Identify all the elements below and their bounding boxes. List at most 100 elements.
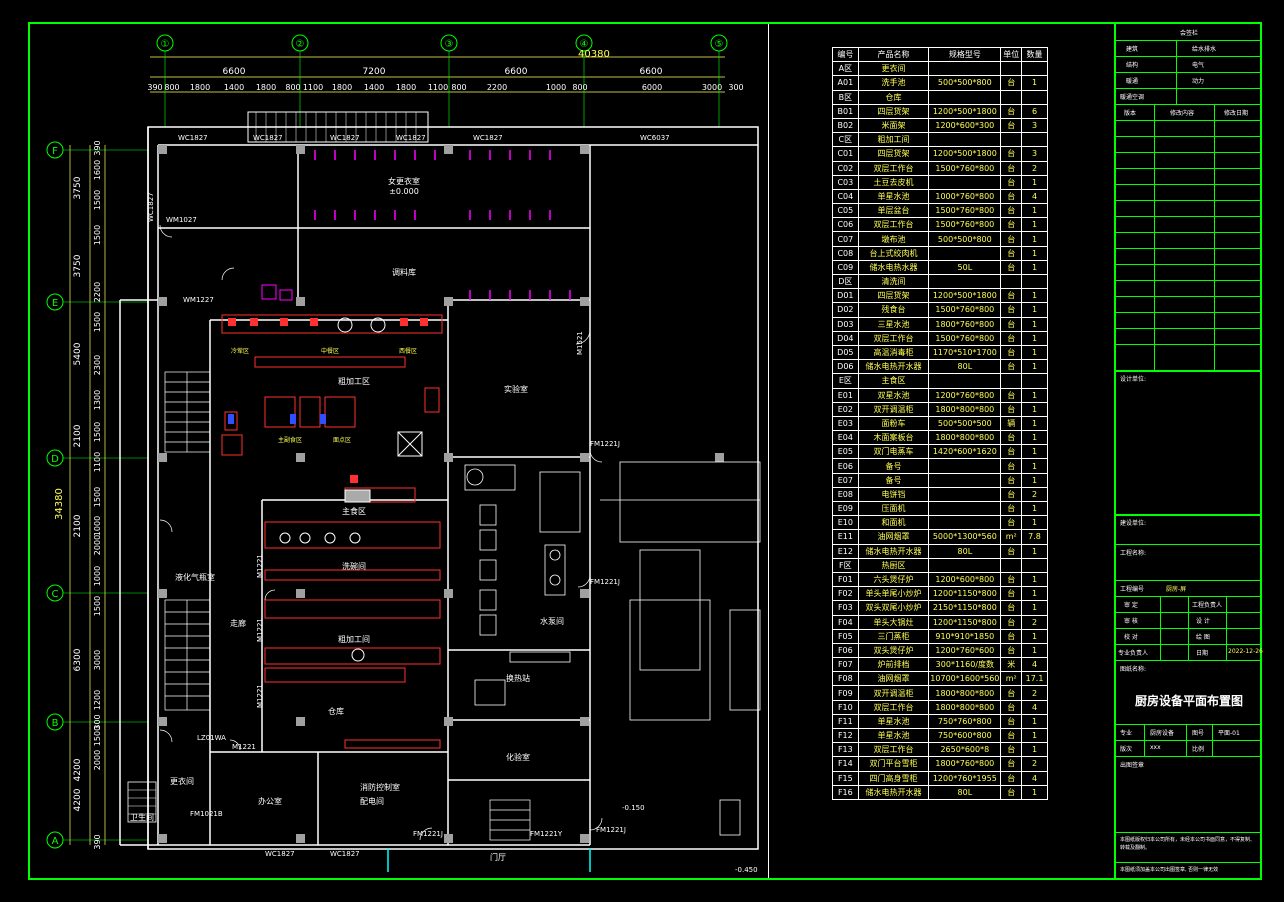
cell-qty: 1 — [1021, 586, 1048, 602]
cell-name: 双星水池 — [857, 387, 930, 403]
row-sub-dimension: 300 — [93, 714, 102, 729]
cell-unit: 台 — [1000, 458, 1023, 474]
cell-code: E02 — [832, 401, 859, 417]
cell-qty — [1021, 89, 1048, 105]
row-axis-label: D — [51, 454, 59, 465]
cell-unit: 台 — [1000, 430, 1023, 446]
cell-name: 单星水池 — [857, 713, 930, 730]
cell-spec: 5000*1300*560 — [928, 529, 1002, 545]
column-sub-dimension: 1400 — [224, 83, 244, 92]
cell-code: E01 — [832, 387, 859, 403]
cell-spec: 80L — [928, 784, 1002, 800]
row-axis-label: E — [52, 298, 58, 309]
cell-spec: 1170*510*1700 — [928, 344, 1002, 361]
cell-spec: 1200*760*800 — [928, 387, 1002, 403]
row-axis-label: F — [52, 146, 58, 157]
cell-qty: 1 — [1021, 642, 1048, 659]
cell-unit: 台 — [1000, 515, 1023, 531]
column-dimension: 6600 — [223, 67, 246, 77]
zone-label-pastry: 面点区 — [333, 436, 351, 444]
row-axis-label: A — [52, 836, 59, 847]
row-sub-dimension: 1500 — [93, 225, 102, 245]
room-fire: 消防控制室 — [360, 782, 400, 792]
cell-spec: 750*600*800 — [928, 727, 1002, 744]
cell-unit: 台 — [1000, 500, 1023, 517]
rev-content: 修改内容 — [1170, 110, 1195, 117]
cell-unit: 台 — [1000, 359, 1023, 375]
cell-qty: 6 — [1021, 103, 1048, 119]
cell-qty: 1 — [1021, 387, 1048, 403]
sign-struct: 结构 — [1126, 62, 1139, 69]
cell-spec: 1800*800*800 — [928, 430, 1002, 446]
tag-fm1021b: FM1021B — [190, 810, 223, 818]
cell-code: E12 — [832, 543, 859, 559]
tag-wc1827-a: WC1827 — [178, 134, 208, 142]
cell-code: F06 — [832, 642, 859, 659]
cell-qty: 1 — [1021, 302, 1048, 318]
cell-spec: 500*500*800 — [928, 231, 1002, 247]
cell-qty: 1 — [1021, 217, 1048, 233]
cell-unit — [1000, 557, 1023, 573]
col-spec: 规格型号 — [928, 46, 1002, 63]
column-axis-label: ④ — [580, 39, 589, 50]
cell-spec: 1200*500*1800 — [928, 103, 1002, 119]
cell-code: E区 — [832, 373, 859, 389]
cell-unit: 台 — [1000, 174, 1023, 190]
drawing-title: 厨房设备平面布置图 — [1134, 694, 1243, 708]
cell-name: 备号 — [857, 458, 930, 474]
sign-water: 给水排水 — [1192, 46, 1217, 53]
cell-spec: 1200*760*1955 — [928, 770, 1002, 786]
cell-qty: 2 — [1021, 160, 1048, 176]
cell-code: F02 — [832, 586, 859, 602]
cell-qty: 1 — [1021, 515, 1048, 531]
cell-spec: 1500*760*800 — [928, 160, 1002, 176]
column-sub-dimension: 2200 — [487, 83, 507, 92]
tag-wc1827-f: WC1827 — [265, 850, 295, 858]
cell-code: F11 — [832, 713, 859, 730]
tag-m1521: M1521 — [576, 331, 584, 355]
cell-name: 四门高身雪柜 — [857, 770, 930, 786]
cell-unit: 台 — [1000, 160, 1023, 176]
zone-row: B区仓库 — [832, 89, 1048, 105]
room-lab: 实验室 — [504, 384, 528, 394]
cell-code: C09 — [832, 259, 859, 276]
tag-wm1227: WM1227 — [183, 296, 214, 304]
cell-unit: 台 — [1000, 699, 1023, 715]
cell-spec: 300*1160/度数 — [928, 657, 1002, 673]
row-sub-dimension: 1500 — [93, 190, 102, 210]
cell-qty: 1 — [1021, 500, 1048, 517]
row-dimension: 4200 — [73, 788, 83, 811]
column-sub-dimension: 1000 — [546, 83, 566, 92]
zone-label-main: 主副食区 — [278, 436, 302, 444]
cell-qty: 1 — [1021, 415, 1048, 432]
cell-spec: 500*500*500 — [928, 415, 1002, 432]
cell-name: 六头煲仔炉 — [857, 571, 930, 588]
cell-name: 墩布池 — [857, 231, 930, 247]
stair-box-left — [127, 781, 157, 823]
row-dimension: 3750 — [73, 176, 83, 199]
cell-name: 储水电热开水器 — [857, 359, 930, 375]
cell-unit: 台 — [1000, 784, 1023, 800]
cell-spec: 1200*600*800 — [928, 571, 1002, 588]
cell-code: C07 — [832, 231, 859, 247]
discipline-lead-label: 专业负责人 — [1118, 650, 1149, 657]
cell-spec — [928, 245, 1002, 261]
tag-fm1221j-a: FM1221J — [590, 440, 620, 448]
cell-qty: 7.8 — [1021, 529, 1048, 545]
design-label: 设 计 — [1196, 618, 1210, 625]
title-block: 会签栏 建筑 给水排水 结构 电气 暖通 动力 暖通空调 版本 修改内容 修改日… — [1114, 24, 1263, 878]
cell-spec: 1500*760*800 — [928, 203, 1002, 219]
cell-code: C04 — [832, 188, 859, 205]
row-sub-dimension: 390 — [93, 140, 102, 155]
cell-qty: 1 — [1021, 713, 1048, 730]
